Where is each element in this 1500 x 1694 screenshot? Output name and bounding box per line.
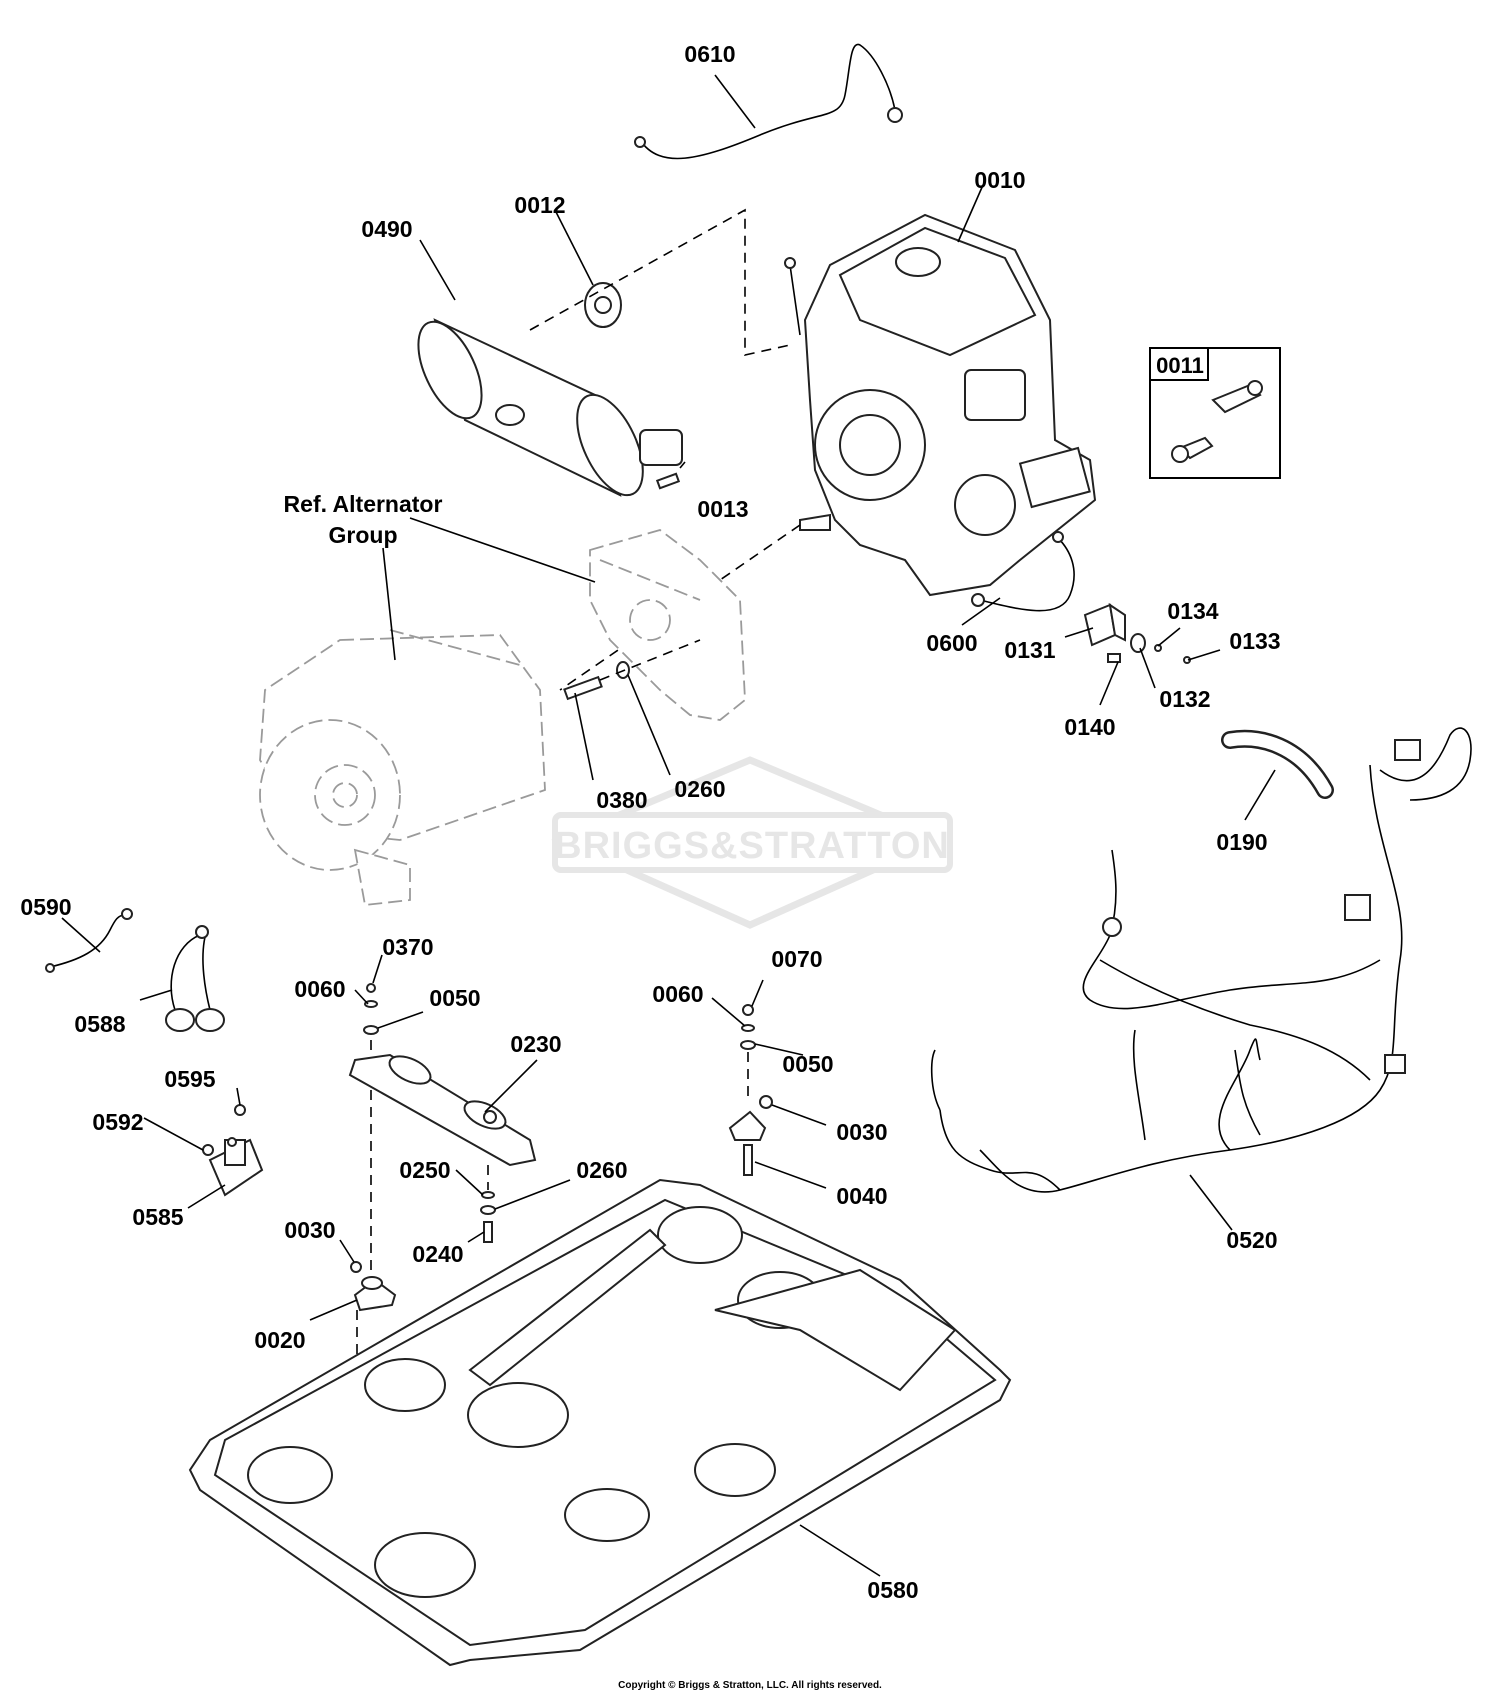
label-0131: 0131 [1004, 637, 1055, 663]
part-0520-wiring-harness [930, 727, 1472, 1193]
label-0592: 0592 [92, 1109, 143, 1135]
label-0134: 0134 [1167, 598, 1218, 624]
watermark-text: BRIGGS&STRATTON [554, 825, 950, 867]
part-0070-nut [742, 1004, 754, 1016]
label-0520: 0520 [1226, 1227, 1277, 1253]
label-0050-right: 0050 [782, 1051, 833, 1077]
part-0610-wire [634, 43, 903, 160]
label-0060-right: 0060 [652, 981, 703, 1007]
part-0595-nut [234, 1104, 246, 1116]
label-ref-alternator-line2: Group [329, 522, 398, 548]
alternator-adapter-housing [589, 529, 746, 721]
label-0020: 0020 [254, 1327, 305, 1353]
part-0050-washer-left [363, 1025, 379, 1035]
part-0380-bolt [563, 675, 603, 701]
part-0230-mounting-rail [348, 1053, 537, 1167]
part-0040-pin [743, 1144, 753, 1176]
label-0060-left: 0060 [294, 976, 345, 1002]
label-0600: 0600 [926, 630, 977, 656]
label-ref-alternator-line1: Ref. Alternator [284, 491, 443, 517]
part-0240-bolt [483, 1221, 493, 1243]
label-0030-right: 0030 [836, 1119, 887, 1145]
label-0260-lower: 0260 [576, 1157, 627, 1183]
label-0590: 0590 [20, 894, 71, 920]
label-0588: 0588 [74, 1011, 125, 1037]
label-0011: 0011 [1156, 353, 1204, 378]
label-0010: 0010 [974, 167, 1025, 193]
part-0010-engine [784, 213, 1097, 597]
part-0190-hose [1221, 729, 1334, 799]
part-0020-isolator [353, 1276, 397, 1312]
part-0050-washer-right [740, 1040, 756, 1050]
part-0030-screw-lower [350, 1261, 362, 1273]
label-0030-left: 0030 [284, 1217, 335, 1243]
part-0060-washer-right [741, 1024, 755, 1032]
part-0490-muffler [417, 318, 683, 497]
label-0610: 0610 [684, 41, 735, 67]
label-0260-upper: 0260 [674, 776, 725, 802]
part-0011-kit-box [1149, 347, 1281, 479]
label-0132: 0132 [1159, 686, 1210, 712]
label-0240: 0240 [412, 1241, 463, 1267]
label-0595: 0595 [164, 1066, 215, 1092]
label-0070: 0070 [771, 946, 822, 972]
part-0600-ground-wire [971, 531, 1075, 612]
label-0140: 0140 [1064, 714, 1115, 740]
part-0060-washer-left [364, 1000, 378, 1008]
part-0590-wire [45, 908, 133, 973]
label-0190: 0190 [1216, 829, 1267, 855]
part-0592-screw [202, 1144, 214, 1156]
part-0585-solenoid [208, 1137, 264, 1197]
label-0230: 0230 [510, 1031, 561, 1057]
label-0490: 0490 [361, 216, 412, 242]
label-0585: 0585 [132, 1204, 183, 1230]
part-labels: 0610 0010 0012 0490 0011 0013 Ref. Alter… [20, 41, 1280, 1603]
leader-lines [61, 74, 1276, 1577]
label-0380: 0380 [596, 787, 647, 813]
part-0250-washer [481, 1191, 495, 1199]
label-0580: 0580 [867, 1577, 918, 1603]
part-0580-base-pan [188, 1178, 1012, 1667]
part-0131-bracket [1083, 602, 1126, 647]
label-0012: 0012 [514, 192, 565, 218]
part-0140-screw [1107, 653, 1121, 663]
label-0250: 0250 [399, 1157, 450, 1183]
label-0050-left: 0050 [429, 985, 480, 1011]
part-0260-washer-lower [480, 1205, 496, 1215]
part-0013-bolt [655, 472, 681, 490]
label-0013: 0013 [697, 496, 748, 522]
copyright-notice: Copyright © Briggs & Stratton, LLC. All … [618, 1680, 882, 1691]
part-0012-gasket [584, 282, 622, 328]
alternator-rotor-stator [259, 629, 546, 906]
briggs-stratton-watermark: BRIGGS&STRATTON [551, 756, 953, 929]
label-0370: 0370 [382, 934, 433, 960]
part-0588-battery-cables [165, 925, 225, 1032]
part-0132-switch [1130, 633, 1146, 653]
part-0370-screw [366, 983, 376, 993]
part-0030-isolator-upper [728, 1095, 773, 1141]
label-0040: 0040 [836, 1183, 887, 1209]
label-0133: 0133 [1229, 628, 1280, 654]
